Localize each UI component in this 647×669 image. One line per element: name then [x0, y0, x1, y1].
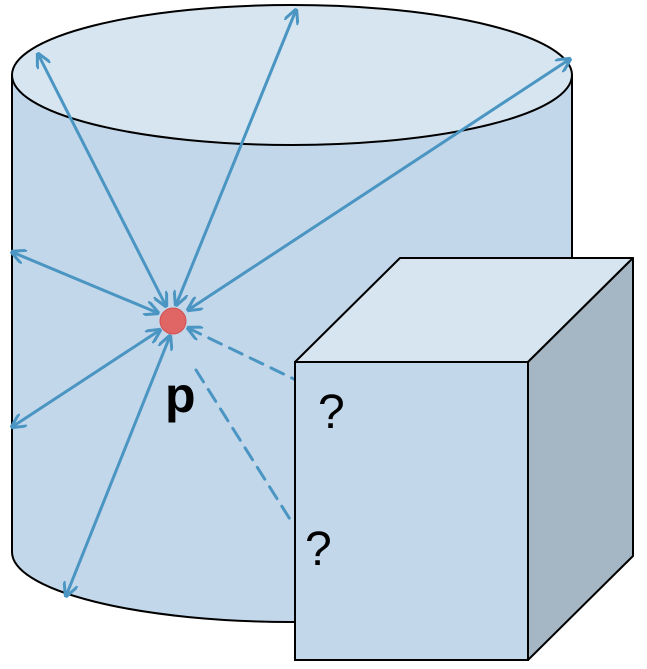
box [294, 257, 634, 661]
box-front-face [294, 361, 529, 661]
unknown-label-upper: ? [318, 386, 345, 439]
unknown-label-lower: ? [305, 523, 332, 576]
ray-to-left-upper [12, 252, 158, 313]
ray-to-bottom-left [66, 336, 170, 596]
cylinder-top [11, 4, 573, 146]
ray-to-box-lower [194, 368, 295, 526]
point-label: p [165, 367, 196, 423]
ray-to-box-upper [188, 328, 298, 382]
ray-to-top-right [188, 59, 570, 310]
rays [12, 10, 570, 596]
query-point [159, 307, 187, 335]
